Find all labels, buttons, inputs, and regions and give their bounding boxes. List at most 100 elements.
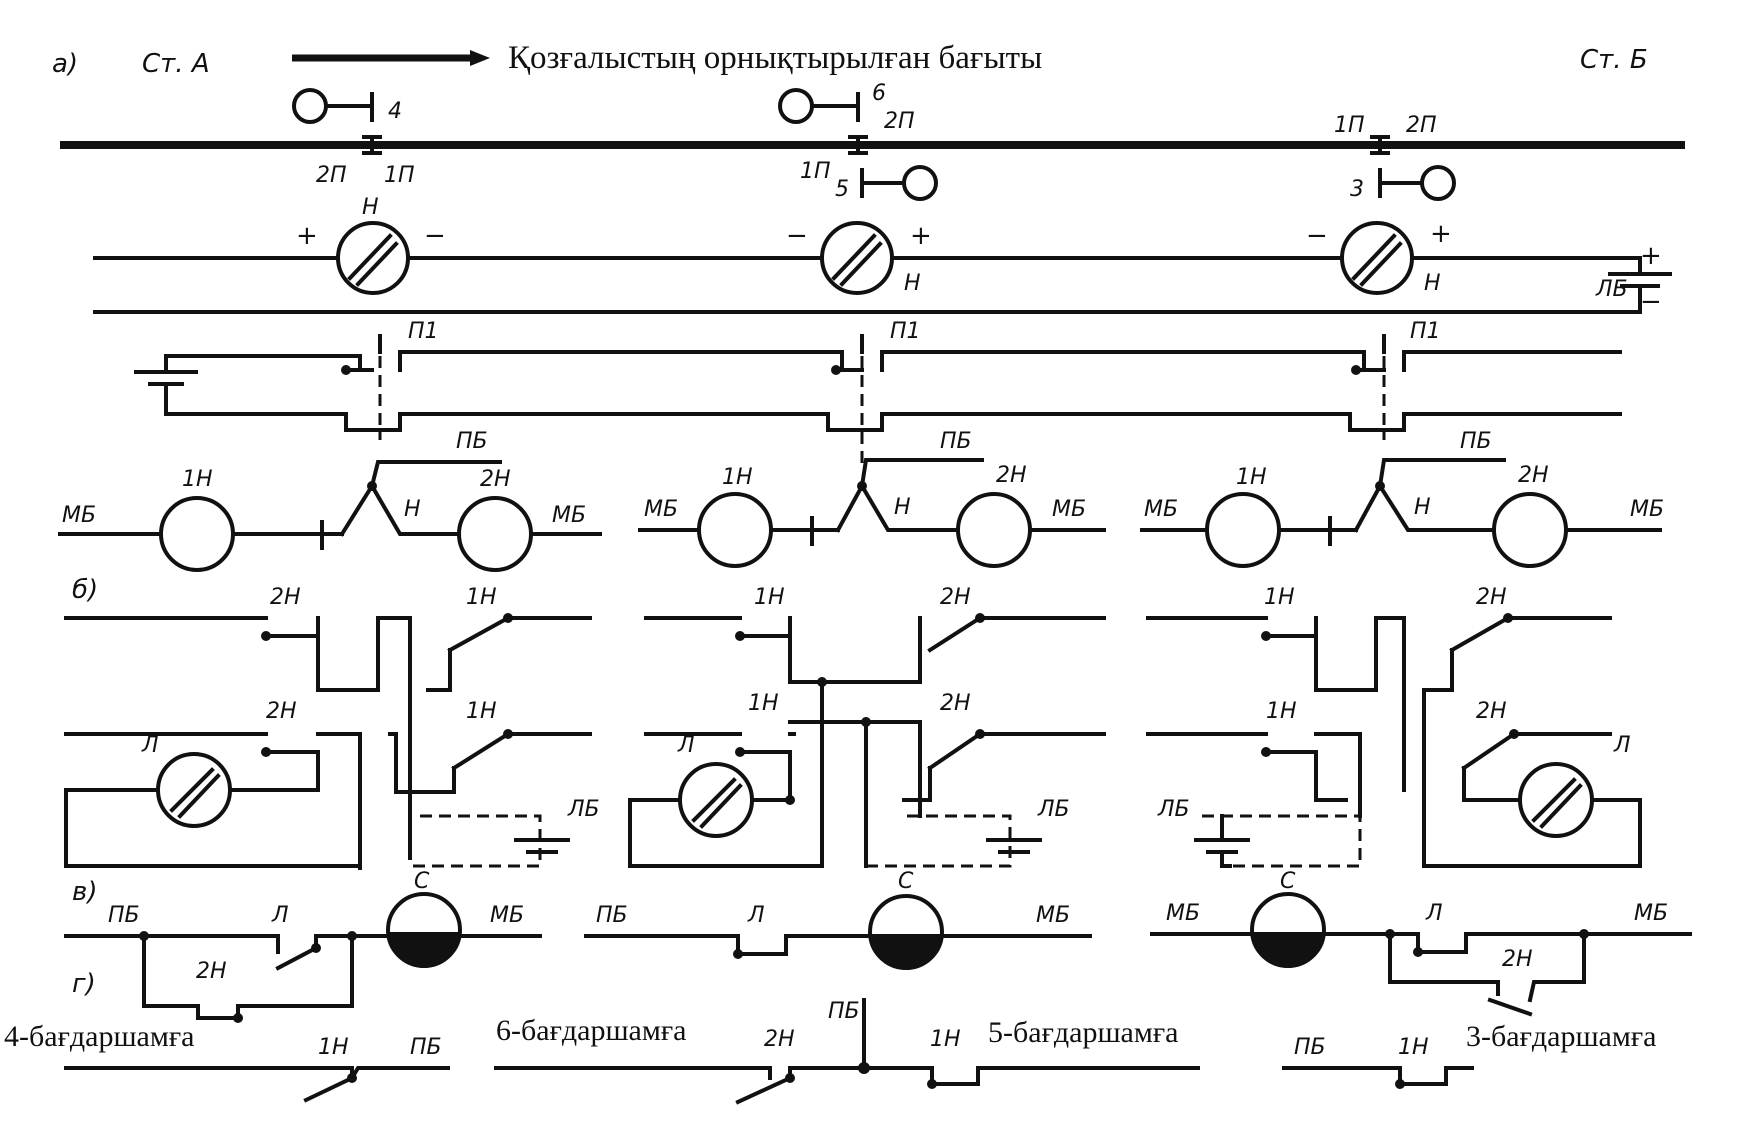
circuit-v-g3	[1150, 929, 1692, 1017]
signal-relay-c-g2	[868, 894, 944, 970]
v-g3-s: С	[1280, 869, 1296, 894]
signal-3-number: 3	[1350, 177, 1364, 202]
b-g3-2n-top: 2Н	[1476, 585, 1507, 610]
label-1p-left: 1П	[384, 163, 415, 188]
mb-label-g1-left: МБ	[62, 503, 96, 528]
b-g1-1n-bot: 1Н	[466, 699, 497, 724]
v-g2-s: С	[898, 869, 914, 894]
v-g2-mb: МБ	[1036, 903, 1070, 928]
battery-lb-minus: −	[1640, 287, 1662, 317]
v-g3-mb-right: МБ	[1634, 901, 1668, 926]
mb-label-g2-right: МБ	[1052, 497, 1086, 522]
b-g1-lb-label: ЛБ	[567, 797, 600, 822]
battery-lb-plus: +	[1640, 241, 1662, 271]
circuit-b-g2	[628, 613, 1106, 868]
relay-2n-g3	[1492, 492, 1568, 568]
caption-to-signal-5: 5-бағдаршамға	[988, 1016, 1178, 1049]
label-2p-mid: 2П	[884, 109, 915, 134]
label-1p-right: 1П	[1334, 113, 1365, 138]
signal-5	[860, 165, 938, 201]
n2-label-g2: 2Н	[996, 463, 1027, 488]
battery-lb-label: ЛБ	[1595, 277, 1628, 302]
v-g2-pb: ПБ	[596, 903, 628, 928]
label-1p-mid: 1П	[800, 159, 831, 184]
relay-1n-g2	[697, 492, 773, 568]
signal-6-number: 6	[872, 81, 886, 106]
signal-3	[1378, 165, 1456, 201]
relay-n-2	[820, 221, 894, 295]
n-label-g1: Н	[404, 497, 421, 522]
relay-n-2-minus: −	[786, 221, 808, 251]
relay-1n-g3	[1205, 492, 1281, 568]
station-b-label: Ст. Б	[1580, 45, 1648, 75]
circuit-b-g3	[1146, 613, 1642, 868]
b-g3-2n-bot: 2Н	[1476, 699, 1507, 724]
g-g3-pb: ПБ	[1294, 1035, 1326, 1060]
g-g2-1n: 1Н	[930, 1027, 961, 1052]
signal-6	[778, 88, 860, 124]
v-g2-l: Л	[747, 903, 765, 928]
relay-n-1	[336, 221, 410, 295]
circuit-v-g1	[64, 931, 542, 1023]
insulated-joint-2	[848, 135, 868, 155]
b-g2-2n-bot: 2Н	[940, 691, 971, 716]
v-g1-pb: ПБ	[108, 903, 140, 928]
b-g2-1n-bot: 1Н	[748, 691, 779, 716]
relay-2n-g2	[956, 492, 1032, 568]
pb-label-2: ПБ	[940, 429, 972, 454]
panel-v-label: в)	[72, 877, 97, 907]
n1-label-g3: 1Н	[1236, 465, 1267, 490]
p1-label-3: П1	[1410, 319, 1441, 344]
v-g1-s: С	[414, 869, 430, 894]
g-g3-1n: 1Н	[1398, 1035, 1429, 1060]
mb-label-g3-left: МБ	[1144, 497, 1178, 522]
pb-label-1: ПБ	[456, 429, 488, 454]
mb-label-g1-right: МБ	[552, 503, 586, 528]
signal-5-number: 5	[835, 177, 849, 202]
b-g2-l-label: Л	[677, 733, 695, 758]
n2-label-g1: 2Н	[480, 467, 511, 492]
switch-n-g3	[1353, 482, 1498, 533]
relay-n-3-minus: −	[1306, 221, 1328, 251]
caption-to-signal-6: 6-бағдаршамға	[496, 1014, 686, 1047]
n1-label-g1: 1Н	[182, 467, 213, 492]
insulated-joint-1	[362, 135, 382, 155]
b-g1-l-label: Л	[141, 733, 159, 758]
relay-n-3-label: Н	[1424, 271, 1441, 296]
relay-n-1-minus: −	[424, 221, 446, 251]
b-g1-2n-bot: 2Н	[266, 699, 297, 724]
b-g2-lb-label: ЛБ	[1037, 797, 1070, 822]
b-g3-l-label: Л	[1613, 733, 1631, 758]
signal-4	[292, 88, 374, 124]
battery-left	[134, 354, 198, 416]
caption-to-signal-3: 3-бағдаршамға	[1466, 1020, 1656, 1053]
signal-relay-c-g3	[1250, 892, 1326, 968]
panel-g-label: г)	[72, 969, 96, 999]
switch-n-g1	[339, 482, 462, 537]
n1-label-g2: 1Н	[722, 465, 753, 490]
label-2p-right: 2П	[1406, 113, 1437, 138]
pb-feed-g3	[1377, 458, 1506, 489]
contact-unit-3	[1348, 334, 1406, 440]
b-g1-1n-top: 1Н	[466, 585, 497, 610]
circuit-b-g1	[64, 613, 592, 870]
signal-relay-c-g1	[386, 892, 462, 968]
relay-n-1-plus: +	[296, 221, 318, 251]
g-g1-pb: ПБ	[410, 1035, 442, 1060]
v-g1-2n: 2Н	[196, 959, 227, 984]
signal-4-number: 4	[388, 99, 402, 124]
label-2p-left: 2П	[316, 163, 347, 188]
circuit-g-g3	[1282, 1066, 1474, 1089]
relay-n-2-label: Н	[904, 271, 921, 296]
direction-caption: Қозғалыстың орнықтырылған бағыты	[508, 40, 1042, 76]
v-g3-2n: 2Н	[1502, 947, 1533, 972]
circuit-v-g2	[584, 934, 1092, 959]
contact-unit-1	[341, 334, 402, 440]
v-g1-mb: МБ	[490, 903, 524, 928]
relay-n-3	[1340, 221, 1414, 295]
mb-label-g3-right: МБ	[1630, 497, 1664, 522]
panel-b-label: б)	[72, 575, 98, 605]
battery-lb-top	[1608, 256, 1672, 314]
